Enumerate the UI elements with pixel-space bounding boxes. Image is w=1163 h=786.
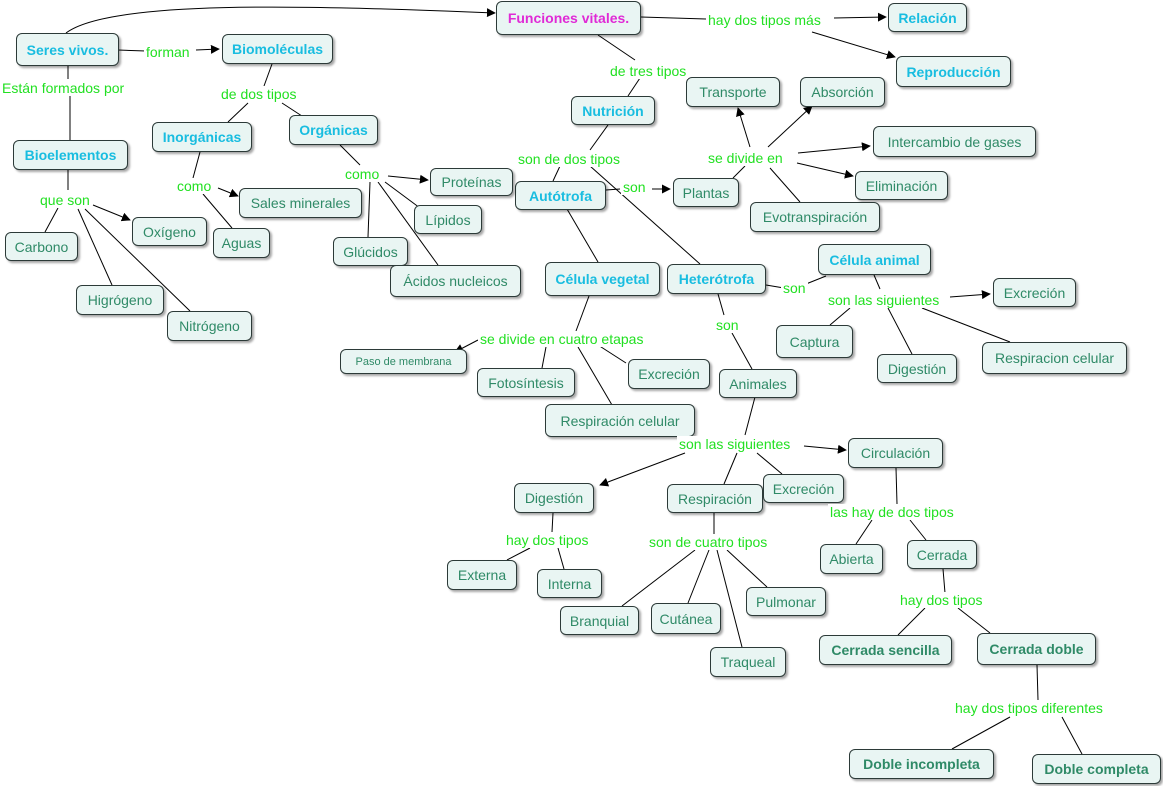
node-acidos-nucleicos[interactable]: Ácidos nucleicos — [390, 265, 521, 297]
node-aguas[interactable]: Aguas — [213, 228, 270, 258]
link-label-son-plantas: son — [621, 179, 648, 195]
link-label-como-organicas: como — [343, 166, 382, 182]
node-captura[interactable]: Captura — [776, 325, 853, 358]
link-label-son-las-siguientes-animales: son las siguientes — [677, 436, 793, 452]
link-seres-funciones — [65, 6, 496, 34]
node-paso-membrana[interactable]: Paso de membrana — [340, 349, 467, 374]
node-intercambio-gases[interactable]: Intercambio de gases — [873, 126, 1036, 157]
node-organicas[interactable]: Orgánicas — [289, 115, 378, 145]
node-relacion[interactable]: Relación — [888, 3, 967, 32]
node-cutanea[interactable]: Cutánea — [651, 603, 721, 634]
node-reproduccion[interactable]: Reproducción — [896, 56, 1011, 87]
node-biomoleculas[interactable]: Biomoléculas — [222, 34, 333, 64]
node-proteinas[interactable]: Proteínas — [430, 168, 513, 196]
node-doble-incompleta[interactable]: Doble incompleta — [849, 749, 994, 779]
link-label-hay-dos-tipos-digestion: hay dos tipos — [504, 532, 591, 548]
link-label-son-de-dos-tipos: son de dos tipos — [516, 151, 622, 167]
link-label-son-animales: son — [714, 317, 741, 333]
link-label-estan-formados: Están formados por — [0, 80, 127, 96]
link-label-de-tres-tipos: de tres tipos — [608, 63, 689, 79]
node-autotrofa[interactable]: Autótrofa — [515, 181, 606, 210]
node-cerrada[interactable]: Cerrada — [907, 540, 977, 569]
node-cerrada-doble[interactable]: Cerrada doble — [977, 633, 1096, 665]
node-eliminacion[interactable]: Eliminación — [855, 171, 948, 200]
node-celula-vegetal[interactable]: Célula vegetal — [545, 262, 660, 296]
link-label-forman: forman — [144, 44, 192, 60]
link-label-como-inorganicas: como — [175, 178, 214, 194]
node-excrecion-vegetal[interactable]: Excreción — [628, 359, 710, 389]
node-plantas[interactable]: Plantas — [673, 178, 739, 207]
link-label-hay-dos-tipos-cerrada: hay dos tipos — [898, 592, 985, 608]
node-nitrogeno[interactable]: Nitrógeno — [167, 311, 252, 341]
node-respiracion-celular-animal[interactable]: Respiracion celular — [982, 342, 1127, 374]
node-carbono[interactable]: Carbono — [5, 232, 78, 261]
link-label-las-hay-de-dos-tipos: las hay de dos tipos — [828, 504, 956, 520]
node-digestion[interactable]: Digestión — [514, 483, 594, 513]
node-interna[interactable]: Interna — [537, 569, 602, 598]
node-fotosintesis[interactable]: Fotosíntesis — [477, 368, 575, 397]
link-label-hay-dos-tipos-mas: hay dos tipos más — [706, 12, 823, 28]
link-label-hay-dos-tipos-diferentes: hay dos tipos diferentes — [953, 700, 1105, 716]
link-label-de-dos-tipos: de dos tipos — [219, 86, 299, 102]
node-evotranspiracion[interactable]: Evotranspiración — [750, 202, 880, 232]
node-heterotrofa[interactable]: Heterótrofa — [667, 264, 766, 294]
node-excrecion-animal[interactable]: Excreción — [993, 278, 1076, 307]
link-label-se-divide-en: se divide en — [706, 150, 785, 166]
node-sales-minerales[interactable]: Sales minerales — [239, 188, 362, 218]
node-respiracion-celular-vegetal[interactable]: Respiración celular — [545, 404, 695, 437]
node-lipidos[interactable]: Lípidos — [414, 205, 482, 234]
node-excrecion[interactable]: Excreción — [763, 474, 844, 503]
link-label-son-celula-animal: son — [781, 280, 808, 296]
node-transporte[interactable]: Transporte — [686, 77, 780, 107]
node-glucidos[interactable]: Glúcidos — [333, 237, 408, 266]
node-traqueal[interactable]: Traqueal — [710, 647, 786, 677]
link-label-que-son: que son — [38, 192, 92, 208]
link-label-se-divide-cuatro-etapas: se divide en cuatro etapas — [478, 331, 646, 347]
node-animales[interactable]: Animales — [719, 369, 797, 398]
node-absorcion[interactable]: Absorción — [800, 77, 885, 107]
node-funciones-vitales[interactable]: Funciones vitales. — [496, 1, 641, 35]
link-label-son-de-cuatro-tipos: son de cuatro tipos — [647, 534, 770, 550]
node-doble-completa[interactable]: Doble completa — [1032, 754, 1161, 784]
node-externa[interactable]: Externa — [447, 560, 517, 590]
node-branquial[interactable]: Branquial — [560, 606, 639, 635]
node-seres-vivos[interactable]: Seres vivos. — [16, 33, 119, 66]
node-higrogeno[interactable]: Higrógeno — [76, 285, 164, 315]
node-cerrada-sencilla[interactable]: Cerrada sencilla — [819, 635, 952, 665]
link-label-son-las-siguientes-celula: son las siguientes — [826, 292, 942, 308]
node-digestion-animal[interactable]: Digestión — [877, 354, 957, 383]
node-nutricion[interactable]: Nutrición — [571, 96, 655, 125]
node-oxigeno[interactable]: Oxígeno — [132, 217, 207, 246]
node-pulmonar[interactable]: Pulmonar — [746, 587, 826, 616]
node-celula-animal[interactable]: Célula animal — [818, 244, 931, 275]
node-circulacion[interactable]: Circulación — [848, 438, 943, 468]
node-respiracion[interactable]: Respiración — [667, 484, 763, 513]
node-inorganicas[interactable]: Inorgánicas — [152, 122, 252, 152]
node-bioelementos[interactable]: Bioelementos — [13, 140, 128, 170]
node-abierta[interactable]: Abierta — [820, 544, 883, 574]
